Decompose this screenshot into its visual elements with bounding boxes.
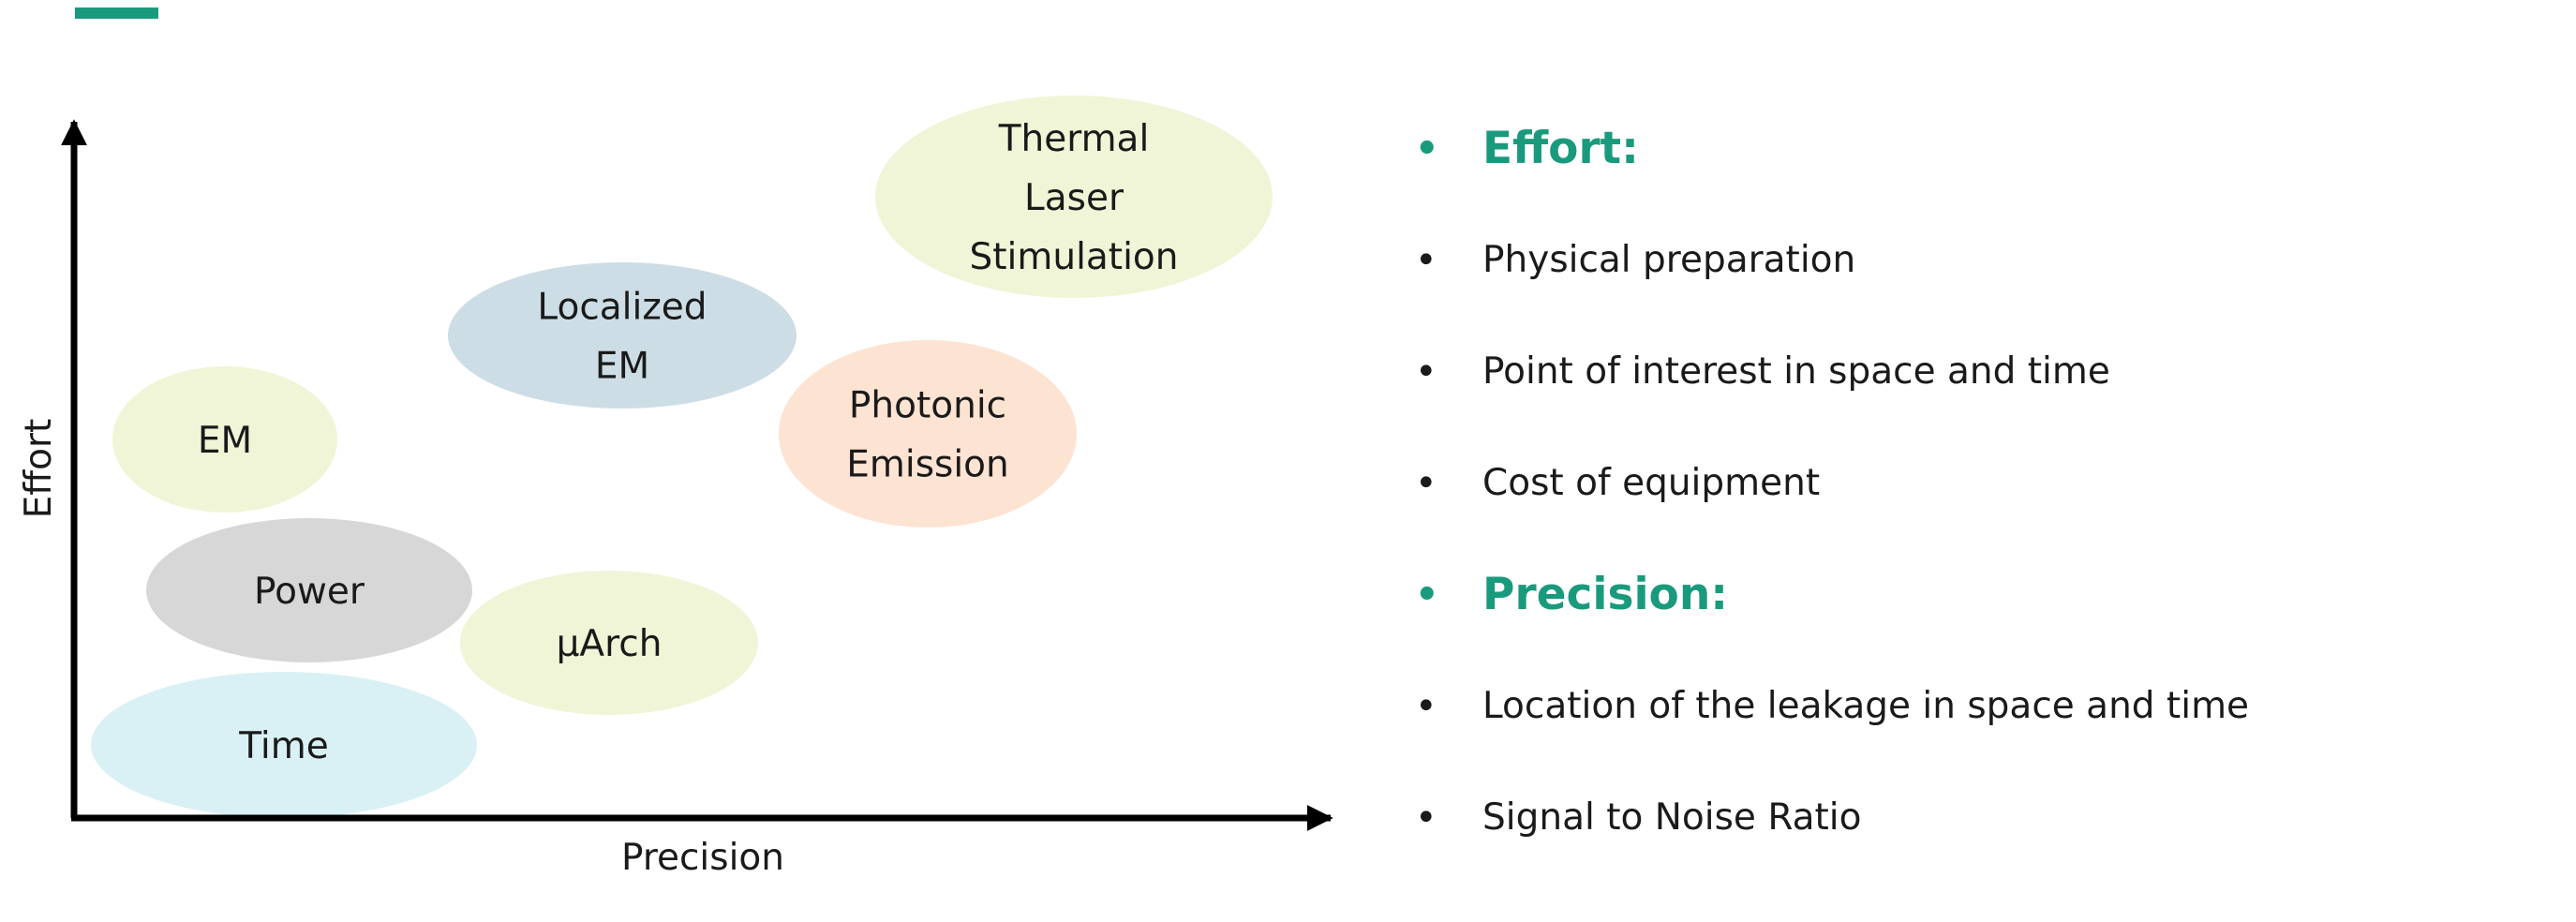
bullet-dot-icon: •: [1415, 350, 1437, 394]
technique-ellipse: [448, 262, 797, 409]
bullet-text: Point of interest in space and time: [1482, 350, 2110, 393]
bullet-text: Signal to Noise Ratio: [1482, 796, 1862, 839]
bullet-text: Physical preparation: [1482, 239, 1856, 281]
bullet-dot-icon: •: [1415, 796, 1437, 840]
technique-label: Photonic: [849, 385, 1006, 427]
technique-ellipse: [779, 340, 1077, 528]
bullet-item: • Point of interest in space and time: [1415, 334, 2539, 445]
bullet-item: • Physical preparation: [1415, 222, 2539, 334]
bullet-text: Location of the leakage in space and tim…: [1482, 685, 2250, 727]
bullet-dot-icon: •: [1415, 462, 1437, 505]
accent-bar: [75, 7, 158, 19]
technique-ellipse: [112, 366, 337, 513]
bullet-text: Cost of equipment: [1482, 462, 1821, 504]
technique-ellipse: [460, 571, 758, 715]
bullet-text: Effort:: [1482, 123, 1639, 174]
bullet-heading: • Precision:: [1415, 557, 2539, 668]
bullet-item: • Signal to Noise Ratio: [1415, 780, 2539, 891]
technique-em: EM: [112, 366, 337, 513]
technique-label: Localized: [537, 287, 707, 329]
technique-label: Laser: [1024, 177, 1124, 219]
technique-ellipse: [875, 96, 1273, 298]
bullet-heading: • Effort:: [1415, 111, 2539, 222]
bullet-dot-icon: •: [1415, 127, 1439, 171]
bullet-dot-icon: •: [1415, 685, 1437, 728]
bullet-item: • Location of the leakage in space and ti…: [1415, 668, 2539, 780]
technique-label: EM: [595, 346, 649, 388]
technique-label: Time: [238, 725, 328, 767]
technique-ellipse: [146, 518, 472, 662]
bullet-dot-icon: •: [1415, 573, 1439, 617]
effort-precision-diagram: ThermalLaserStimulationLocalizedEMPhoton…: [18, 96, 1333, 879]
x-axis-label: Precision: [621, 837, 784, 879]
bullet-list: • Effort: • Physical preparation • Point of i…: [1415, 111, 2539, 891]
technique-label: Emission: [846, 444, 1009, 486]
technique-ellipse: [91, 672, 477, 818]
bullet-dot-icon: •: [1415, 239, 1437, 282]
bullet-text: Precision:: [1482, 569, 1729, 620]
technique-uarch: µArch: [460, 571, 758, 715]
bullet-item: • Cost of equipment: [1415, 445, 2539, 557]
y-axis-label: Effort: [18, 419, 60, 519]
technique-label: Stimulation: [969, 236, 1178, 278]
technique-label: Thermal: [998, 118, 1150, 160]
technique-time: Time: [91, 672, 477, 818]
technique-label: Power: [254, 571, 365, 613]
technique-power: Power: [146, 518, 472, 662]
technique-label: EM: [198, 420, 252, 462]
technique-label: µArch: [557, 623, 663, 665]
